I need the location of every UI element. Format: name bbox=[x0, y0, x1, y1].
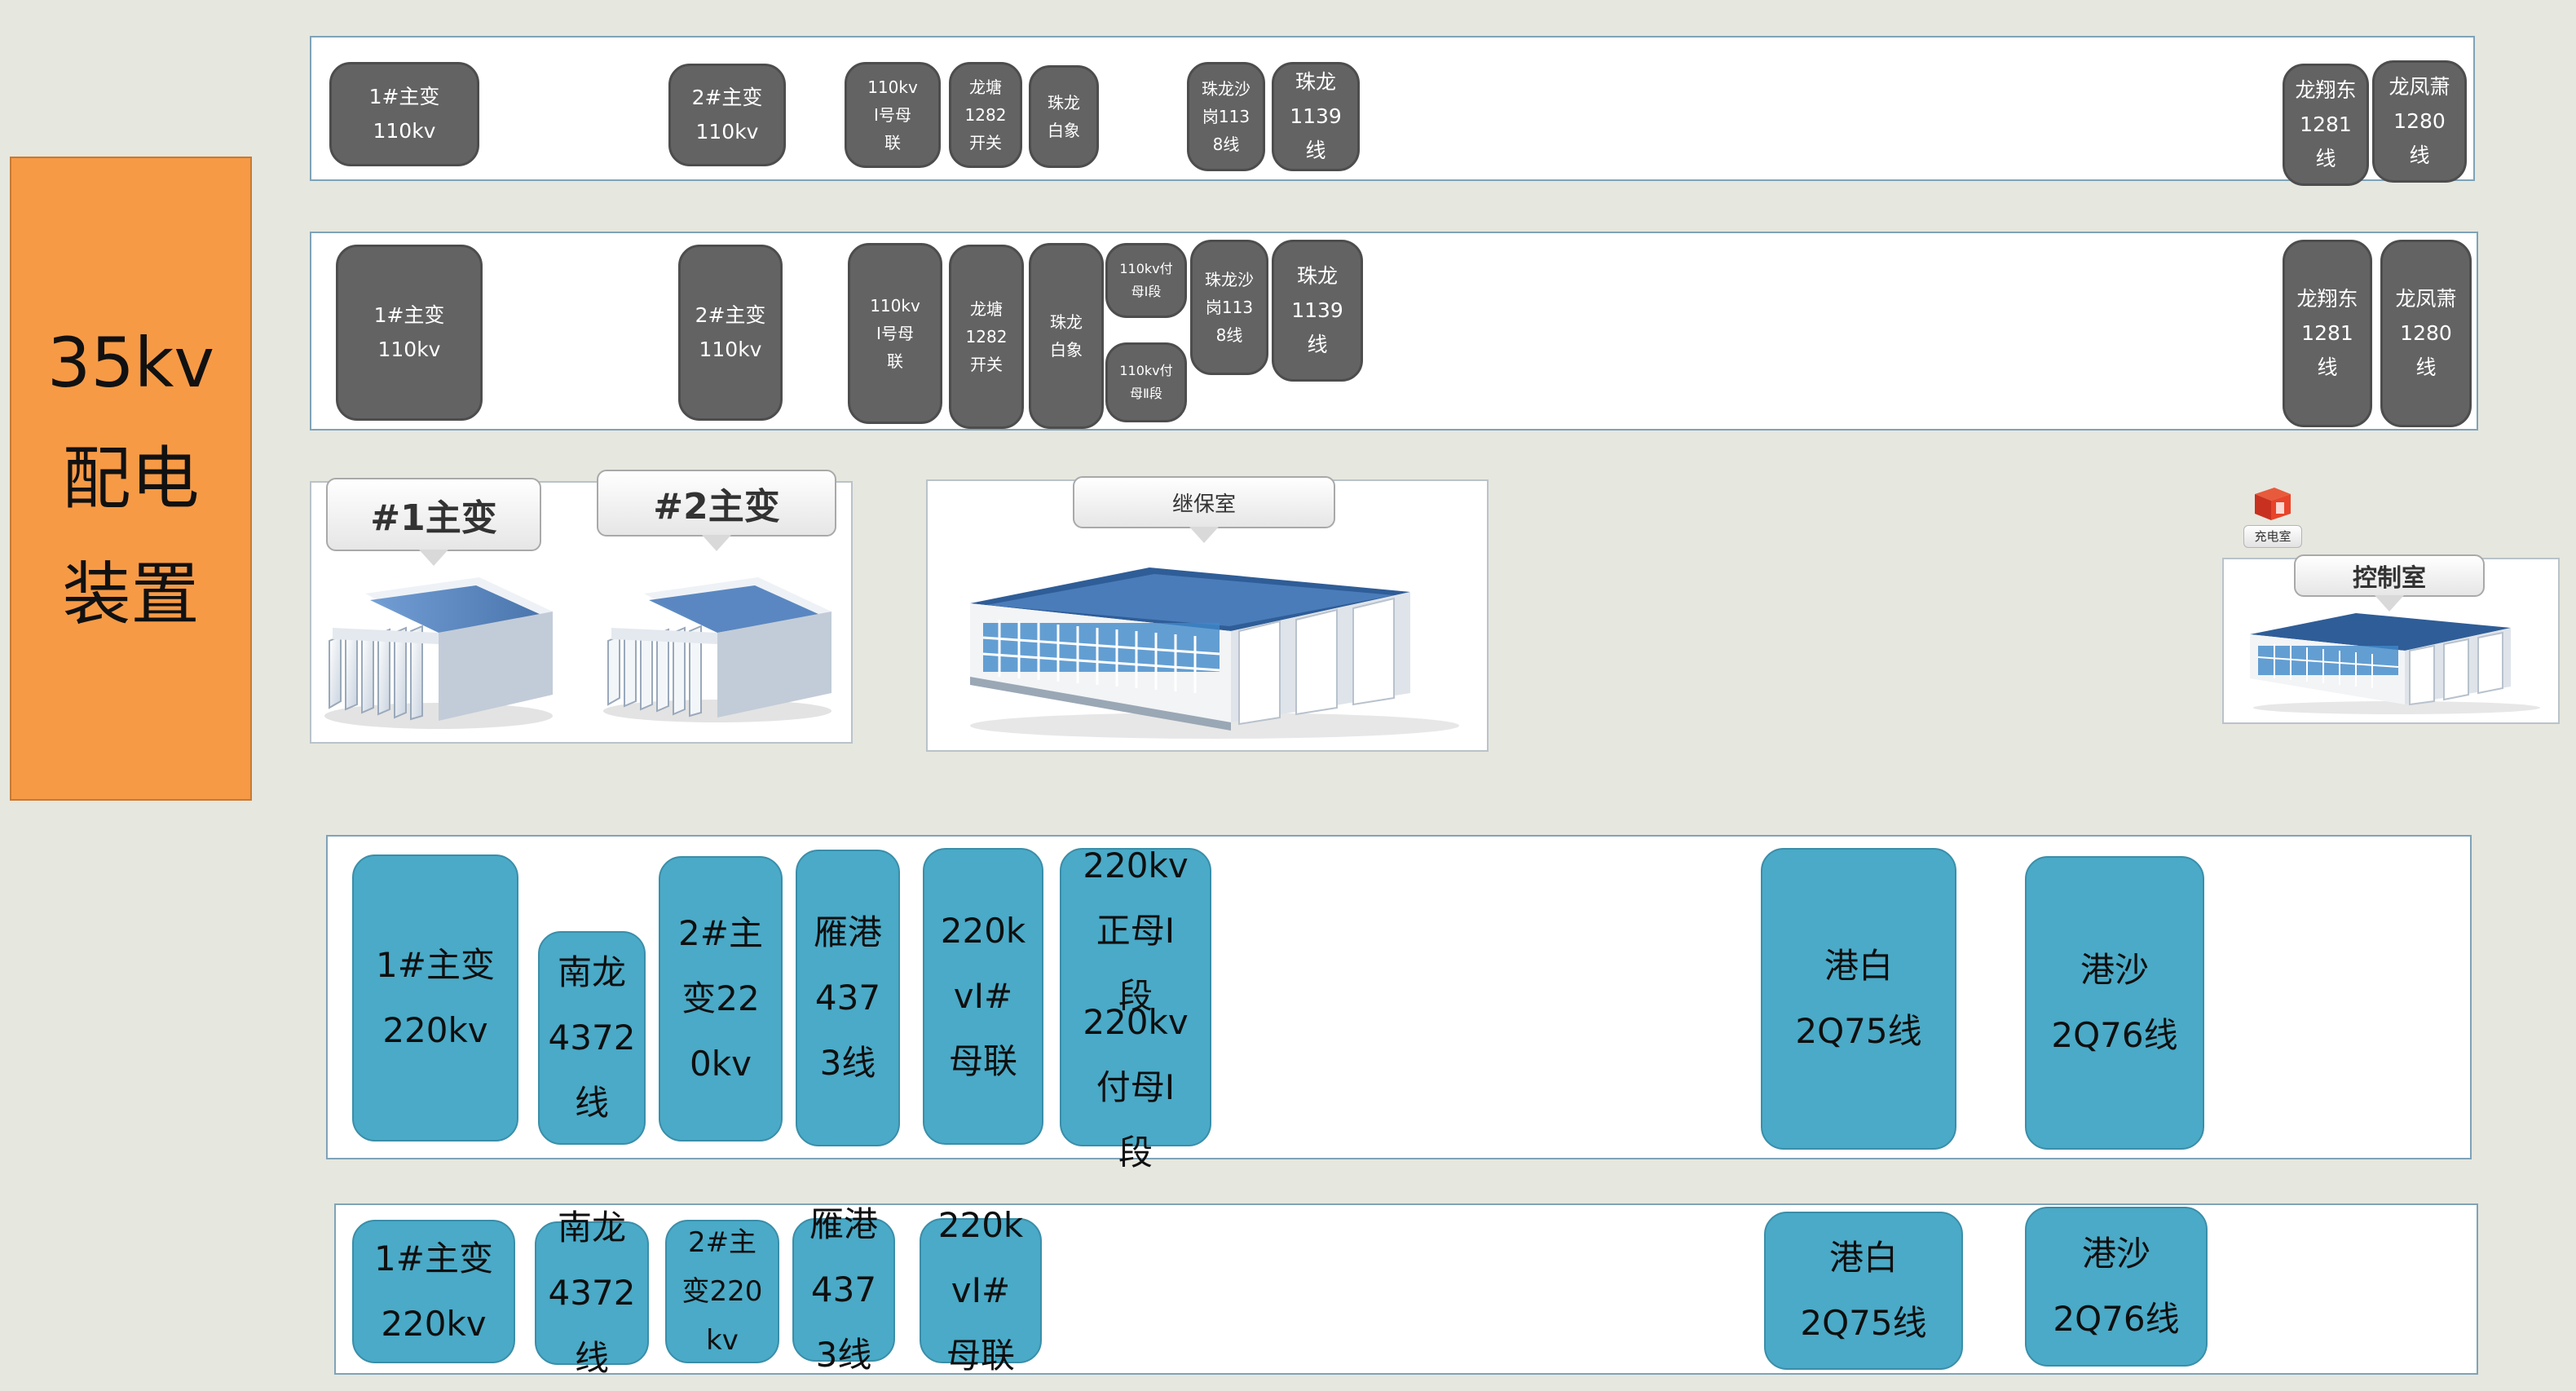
transformer-2-icon[interactable] bbox=[595, 571, 840, 726]
transformer-1-callout: #1主变 bbox=[326, 478, 541, 566]
row3-gangbai-line[interactable]: 港白 2Q75线 bbox=[1761, 848, 1956, 1150]
row1-main-transformer-2[interactable]: 2#主变 110kv bbox=[668, 64, 786, 166]
row4-220kv-bus-tie[interactable]: 220k vⅠ# 母联 bbox=[920, 1205, 1042, 1376]
row1-110kv-bus-tie[interactable]: 110kv Ⅰ号母 联 bbox=[845, 62, 941, 168]
side-label-line2: 配电 bbox=[62, 439, 200, 519]
row1-label: 2#主变 110kv bbox=[691, 86, 763, 144]
row4-yangang-line[interactable]: 雁港 437 3线 bbox=[792, 1204, 895, 1375]
row2-label: 龙翔东 1281 线 bbox=[2296, 287, 2358, 379]
row1-label: 110kv Ⅰ号母 联 bbox=[867, 77, 918, 152]
row2-longfengxiao-line[interactable]: 龙凤萧 1280 线 bbox=[2380, 240, 2472, 427]
35kv-distribution-panel[interactable]: 35kv 配电 装置 bbox=[10, 157, 252, 801]
row2-longtang-switch[interactable]: 龙塘 1282 开关 bbox=[949, 245, 1024, 429]
transformer-2-label: #2主变 bbox=[653, 486, 780, 528]
row1-label: 珠龙沙 岗113 8线 bbox=[1202, 79, 1251, 154]
row3-label: 雁港 437 3线 bbox=[813, 912, 882, 1083]
row1-label: 珠龙 白象 bbox=[1048, 93, 1080, 140]
row2-label: 龙凤萧 1280 线 bbox=[2395, 287, 2457, 379]
row2-label: 珠龙沙 岗113 8线 bbox=[1205, 270, 1254, 345]
row1-main-transformer-1[interactable]: 1#主变 110kv bbox=[329, 62, 479, 166]
row3-label: 1#主变 220kv bbox=[376, 945, 495, 1050]
transformer-2-callout: #2主变 bbox=[597, 470, 836, 551]
row4-label: 雁港 437 3线 bbox=[809, 1204, 878, 1375]
side-label-line1: 35kv bbox=[46, 323, 215, 403]
row4-label: 1#主变 220kv bbox=[374, 1239, 493, 1344]
row2-zhulong-1139-line[interactable]: 珠龙 1139 线 bbox=[1272, 240, 1363, 382]
row2-main-transformer-1[interactable]: 1#主变 110kv bbox=[336, 245, 483, 421]
row4-gangsha-line[interactable]: 港沙 2Q76线 bbox=[2025, 1207, 2208, 1367]
row3-nanlong-line[interactable]: 南龙 4372 线 bbox=[538, 931, 646, 1145]
row2-main-transformer-2[interactable]: 2#主变 110kv bbox=[678, 245, 783, 421]
row1-zhulong-1139-line[interactable]: 珠龙 1139 线 bbox=[1272, 62, 1360, 171]
row2-110kv-aux-bus-2[interactable]: 110kv付 母Ⅱ段 bbox=[1105, 342, 1187, 422]
relay-room-callout: 继保室 bbox=[1073, 476, 1335, 543]
row2-zhulong-baixiang[interactable]: 珠龙 白象 bbox=[1029, 243, 1104, 429]
row3-label: 南龙 4372 线 bbox=[548, 952, 636, 1123]
row3-220kv-bus-tie[interactable]: 220k vⅠ# 母联 bbox=[923, 848, 1043, 1145]
row2-longxiangdong-line[interactable]: 龙翔东 1281 线 bbox=[2283, 240, 2372, 427]
row1-label: 1#主变 110kv bbox=[368, 85, 440, 143]
row2-label: 110kv付 母Ⅱ段 bbox=[1119, 363, 1173, 401]
row2-label: 珠龙 白象 bbox=[1050, 312, 1083, 360]
row2-zhulong-shagang-line[interactable]: 珠龙沙 岗113 8线 bbox=[1190, 240, 1268, 375]
row1-longtang-switch[interactable]: 龙塘 1282 开关 bbox=[949, 62, 1022, 168]
row4-main-transformer-2[interactable]: 2#主 变220 kv bbox=[665, 1220, 779, 1363]
row1-zhulong-shagang-line[interactable]: 珠龙沙 岗113 8线 bbox=[1187, 62, 1265, 171]
transformer-1-icon[interactable] bbox=[316, 571, 561, 734]
relay-room-label: 继保室 bbox=[1171, 492, 1236, 517]
row1-label: 珠龙 1139 线 bbox=[1290, 70, 1342, 162]
row2-label: 1#主变 110kv bbox=[373, 303, 445, 361]
charging-room-icon[interactable] bbox=[2250, 486, 2296, 522]
row3-label: 2#主 变22 0kv bbox=[678, 913, 763, 1084]
row4-label: 港沙 2Q76线 bbox=[2053, 1234, 2180, 1339]
charging-room-label-box: 充电室 bbox=[2243, 525, 2302, 548]
row2-label: 110kv付 母Ⅰ段 bbox=[1119, 261, 1173, 299]
transformer-1-label: #1主变 bbox=[370, 497, 497, 539]
row4-main-transformer-1[interactable]: 1#主变 220kv bbox=[352, 1220, 515, 1363]
charging-room-label: 充电室 bbox=[2254, 529, 2291, 544]
row3-gangsha-line[interactable]: 港沙 2Q76线 bbox=[2025, 856, 2204, 1150]
row2-label: 110kv Ⅰ号母 联 bbox=[870, 296, 920, 371]
control-room-label: 控制室 bbox=[2353, 564, 2426, 593]
row1-zhulong-baixiang[interactable]: 珠龙 白象 bbox=[1029, 65, 1099, 168]
row3-label: 港沙 2Q76线 bbox=[2051, 950, 2178, 1055]
row3-main-transformer-2[interactable]: 2#主 变22 0kv bbox=[659, 856, 783, 1142]
row4-nanlong-line[interactable]: 南龙 4372 线 bbox=[535, 1208, 649, 1378]
row1-label: 龙翔东 1281 线 bbox=[2295, 78, 2357, 170]
row3-label: 220kv 正母Ⅰ 段 bbox=[1083, 846, 1189, 1016]
row4-gangbai-line[interactable]: 港白 2Q75线 bbox=[1764, 1212, 1963, 1370]
row3-label: 220k vⅠ# 母联 bbox=[940, 911, 1026, 1081]
row1-label: 龙塘 1282 开关 bbox=[964, 77, 1007, 152]
row4-label: 港白 2Q75线 bbox=[1800, 1238, 1927, 1343]
control-room-building-icon[interactable] bbox=[2242, 610, 2543, 716]
row2-label: 2#主变 110kv bbox=[695, 303, 766, 361]
row2-110kv-bus-tie[interactable]: 110kv Ⅰ号母 联 bbox=[848, 243, 942, 424]
row2-label: 珠龙 1139 线 bbox=[1291, 264, 1343, 356]
row2-label: 龙塘 1282 开关 bbox=[965, 299, 1008, 374]
row3-main-transformer-1[interactable]: 1#主变 220kv bbox=[352, 854, 518, 1142]
row1-longxiangdong-line[interactable]: 龙翔东 1281 线 bbox=[2283, 64, 2369, 186]
side-label-line3: 装置 bbox=[62, 554, 200, 634]
row3-yangang-line[interactable]: 雁港 437 3线 bbox=[796, 850, 900, 1146]
row3-220kv-main-bus[interactable]: 220kv 正母Ⅰ 段 220kv 付母Ⅰ 段 bbox=[1060, 846, 1211, 1172]
row4-label: 南龙 4372 线 bbox=[548, 1208, 636, 1378]
row3-label: 港白 2Q75线 bbox=[1795, 946, 1922, 1051]
row4-label: 2#主 变220 kv bbox=[681, 1226, 763, 1357]
relay-room-building-icon[interactable] bbox=[954, 563, 1467, 742]
row1-panel bbox=[310, 36, 2475, 181]
row2-110kv-aux-bus-1[interactable]: 110kv付 母Ⅰ段 bbox=[1105, 243, 1187, 318]
control-room-callout: 控制室 bbox=[2294, 554, 2485, 612]
row1-label: 龙凤萧 1280 线 bbox=[2389, 75, 2450, 167]
row2-panel bbox=[310, 232, 2478, 431]
row4-label: 220k vⅠ# 母联 bbox=[937, 1205, 1024, 1376]
row1-longfengxiao-line[interactable]: 龙凤萧 1280 线 bbox=[2372, 60, 2467, 183]
row3-label: 220kv 付母Ⅰ 段 bbox=[1083, 1002, 1189, 1172]
